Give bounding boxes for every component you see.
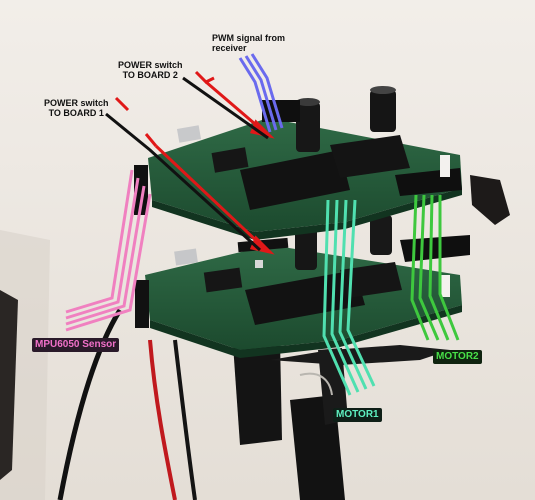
power2-label-line2: TO BOARD 2 [122,70,178,80]
mpu-sensor-label: MPU6050 Sensor [32,338,120,352]
pwm-signal-arrows [238,53,284,133]
motor1-label: MOTOR1 [333,408,382,422]
upper-board [134,86,462,240]
pwm-label-line1: PWM signal from [212,33,286,43]
black-wire [57,308,123,500]
mpu-sensor-arrows [65,169,152,332]
power-switch-signal-arrows [105,76,269,252]
pwm-label-line2: receiver [212,43,247,53]
power2-label-line1: POWER switch [118,60,183,70]
lower-board [135,205,470,358]
power-switch-2-label: POWER switch TO BOARD 2 [118,60,183,80]
motor2-label: MOTOR2 [433,350,482,364]
power-switch-1-label: POWER switch TO BOARD 1 [44,98,109,118]
pwm-signal-label: PWM signal from receiver [212,33,285,53]
mount-left-leg [232,330,282,445]
dark-object-right [470,175,510,225]
motor1-arrows [322,199,376,396]
dark-edge-left [0,290,18,480]
power1-label-line1: POWER switch [44,98,109,108]
power1-label-line2: TO BOARD 1 [48,108,104,118]
motor2-arrows [410,194,460,341]
red-wire [148,339,177,500]
